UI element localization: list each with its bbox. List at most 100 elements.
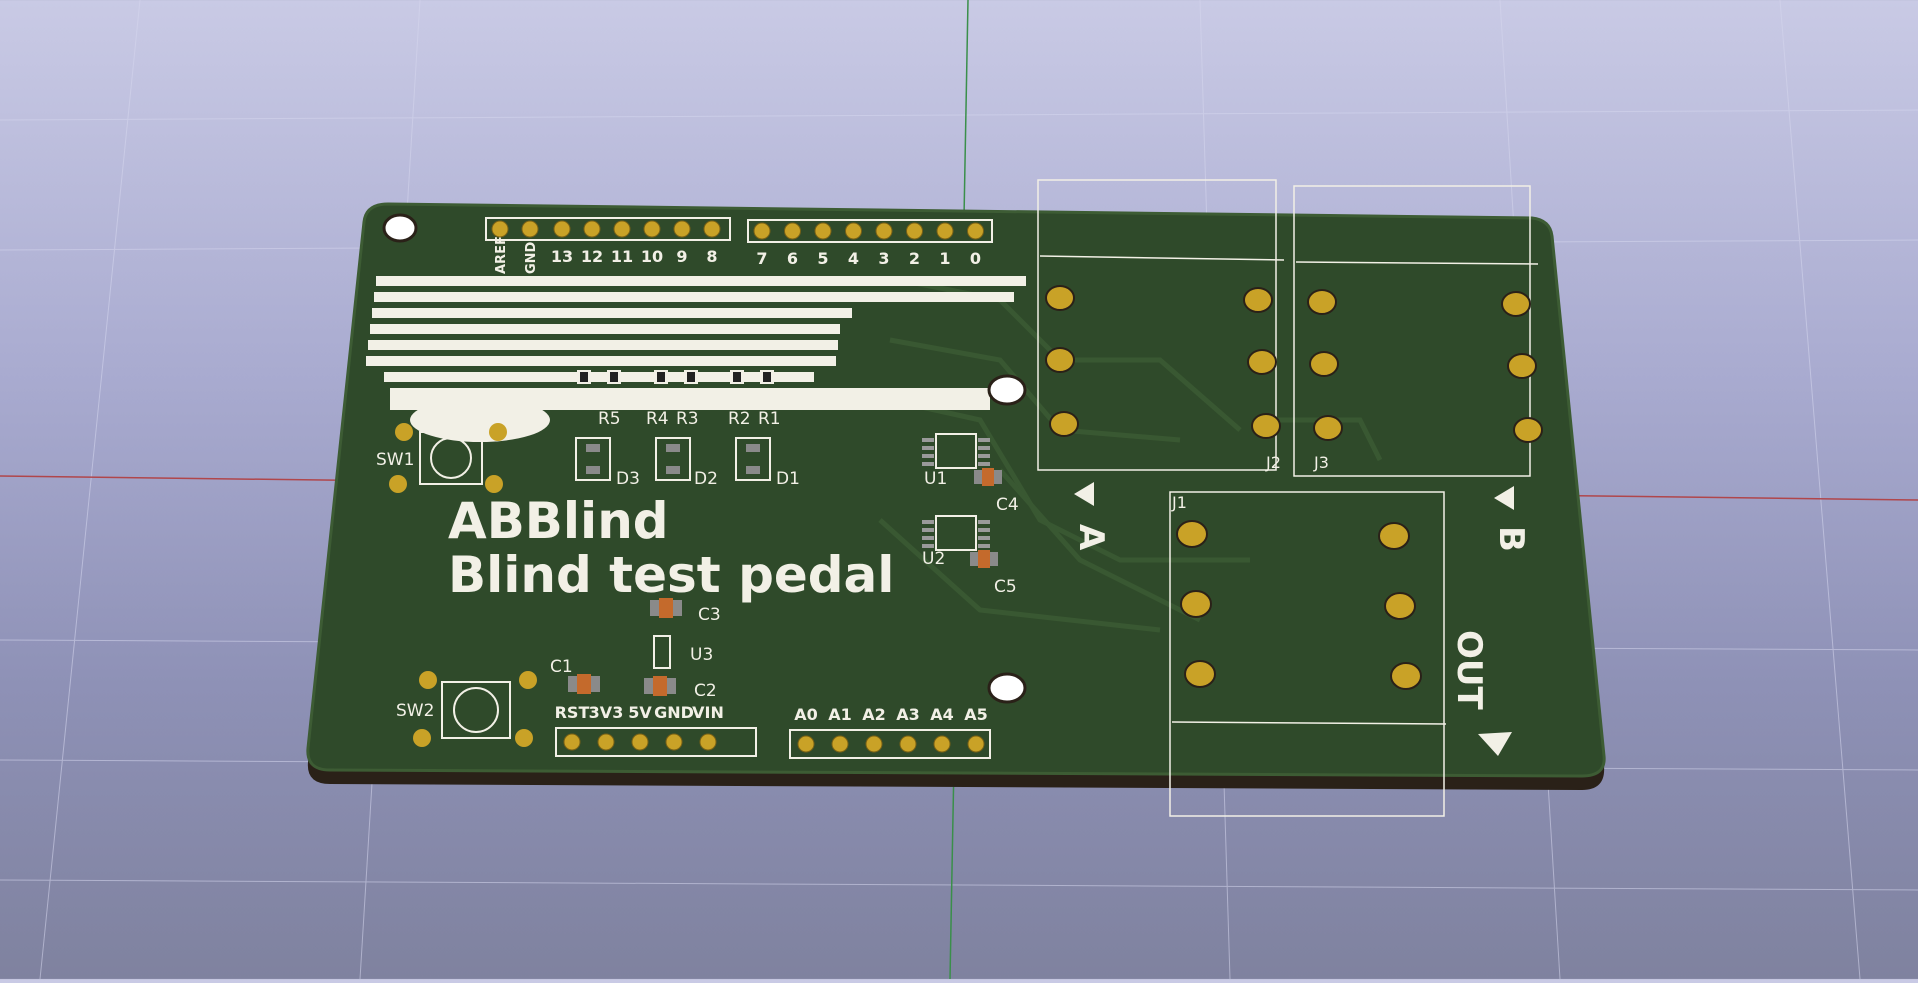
header-pad (613, 220, 631, 238)
label-c1: C1 (550, 657, 573, 677)
analog-header: A0 A1 A2 A3 A4 A5 (789, 705, 991, 759)
label-d1: D1 (776, 469, 800, 489)
header-pin-label: A5 (964, 705, 988, 724)
label-c3: C3 (698, 605, 721, 625)
header-pin-label: 1 (939, 249, 950, 268)
resistor-row: R5 R4 R3 R2 R1 (577, 370, 781, 429)
label-sw1: SW1 (376, 450, 414, 470)
header-pin-label: 9 (676, 247, 687, 266)
header-pin-label: 13 (551, 247, 573, 266)
header-pad (899, 735, 917, 753)
header-pad (936, 222, 954, 240)
ic-u1: U1 (922, 433, 990, 489)
label-u3: U3 (690, 645, 713, 665)
header-pad (521, 220, 539, 238)
header-pin-label: AREF (494, 236, 509, 274)
label-r1: R1 (758, 409, 781, 429)
header-pad (643, 220, 661, 238)
jack-b-label: B (1491, 486, 1531, 552)
header-pad (563, 733, 581, 751)
mounting-holes (382, 213, 1027, 704)
label-r5: R5 (598, 409, 621, 429)
header-pad (703, 220, 721, 238)
header-pin-label: A3 (896, 705, 920, 724)
header-pad (797, 735, 815, 753)
label-c5: C5 (994, 577, 1017, 597)
header-pin-label: GND (524, 241, 539, 274)
header-pad (784, 222, 801, 240)
header-pad (583, 220, 601, 238)
svg-text:A: A (1071, 524, 1111, 551)
label-r3: R3 (676, 409, 699, 429)
switch-sw1: SW1 (376, 423, 507, 493)
header-pin-label: A0 (794, 705, 818, 724)
label-d3: D3 (616, 469, 640, 489)
header-pad (906, 222, 923, 240)
capacitors (568, 468, 1002, 696)
jack-out-label: OUT (1449, 630, 1512, 756)
header-pin-label: RST (555, 703, 590, 722)
header-pad (845, 222, 862, 240)
silkscreen-graphic (366, 276, 1026, 442)
jack-a-label: A (1071, 482, 1111, 551)
label-sw2: SW2 (396, 701, 434, 721)
label-j1: J1 (1171, 493, 1187, 512)
header-pad (665, 733, 683, 751)
header-pad (553, 220, 571, 238)
header-pin-label: VIN (692, 703, 724, 722)
label-j2: J2 (1265, 453, 1281, 472)
header-pad (875, 222, 893, 240)
board-title-line1: ABBlind (448, 492, 669, 550)
label-c2: C2 (694, 681, 717, 701)
jack-j3: J3 (1293, 185, 1543, 477)
label-u2: U2 (922, 549, 945, 569)
label-u1: U1 (924, 469, 947, 489)
ic-u3: U3 (653, 635, 713, 669)
header-pin-label: A2 (862, 705, 886, 724)
header-pin-label: 5 (817, 249, 828, 268)
header-pin-label: 4 (848, 249, 859, 268)
header-pin-label: 2 (909, 249, 920, 268)
header-pin-label: 3 (878, 249, 889, 268)
switch-sw2: SW2 (396, 671, 537, 747)
header-pin-label: 7 (756, 249, 767, 268)
header-pad (933, 735, 951, 753)
header-pad (753, 222, 771, 240)
header-pad (967, 735, 985, 753)
header-pin-label: A4 (930, 705, 954, 724)
led-pads (586, 444, 760, 474)
svg-text:OUT: OUT (1449, 630, 1489, 711)
header-pad (631, 733, 649, 751)
header-pin-label: 5V (628, 703, 652, 722)
header-pad (831, 735, 849, 753)
svg-text:B: B (1491, 526, 1531, 552)
header-pad (967, 222, 984, 240)
header-pad (673, 220, 691, 238)
header-pin-label: 8 (706, 247, 717, 266)
header-pad (699, 733, 717, 751)
label-c4: C4 (996, 495, 1019, 515)
board-title-line2: Blind test pedal (448, 546, 894, 604)
header-pin-label: 10 (641, 247, 663, 266)
label-j3: J3 (1313, 453, 1329, 472)
led-footprints (575, 437, 771, 481)
header-pad (597, 733, 615, 751)
label-d2: D2 (694, 469, 718, 489)
label-r4: R4 (646, 409, 669, 429)
ic-u2: U2 (922, 515, 990, 569)
header-pin-label: 0 (970, 249, 981, 268)
jack-j1: J1 (1169, 491, 1447, 817)
header-pin-label: 6 (787, 249, 798, 268)
header-pin-label: A1 (828, 705, 852, 724)
header-pin-label: 12 (581, 247, 603, 266)
header-pad (491, 220, 509, 238)
jack-j2: J2 (1037, 179, 1285, 472)
header-pad (865, 735, 883, 753)
header-pin-label: GND (654, 703, 694, 722)
header-pad (814, 222, 832, 240)
header-pin-label: 11 (611, 247, 633, 266)
